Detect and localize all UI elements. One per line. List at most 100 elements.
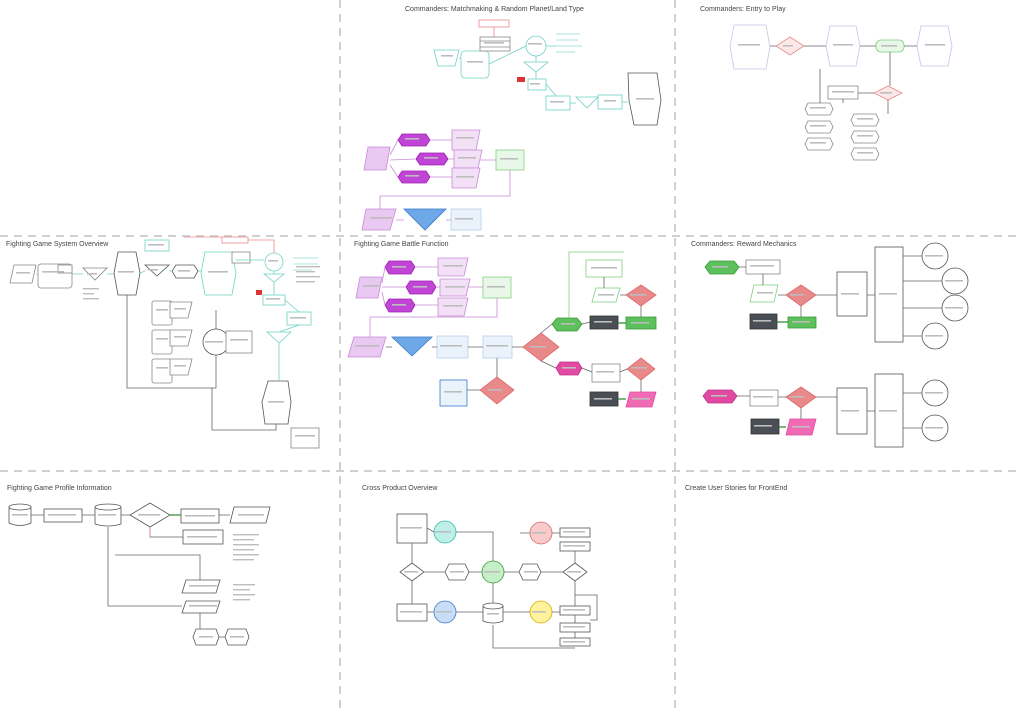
annotation-line [296,281,315,283]
node-label-line [443,265,463,267]
node-label-line [189,585,217,587]
node-label-line [563,641,585,643]
node-label-line [392,266,406,268]
node-label-line [879,293,897,295]
node-label-line [405,138,419,140]
node-label-line [156,338,168,340]
node-label-line [738,44,760,46]
node-label-line [790,396,804,398]
board-cross-product [396,513,598,649]
annotation-line [83,293,94,295]
node-label-line [753,320,771,322]
node-label-line [530,83,540,85]
node-label-line [138,514,160,516]
node-label-line [400,611,422,613]
node-label-line [810,107,826,109]
node-label-line [945,280,963,282]
node-label-line [783,45,793,47]
node-label-line [563,609,585,611]
node-label-line [925,44,945,46]
node-label-line [467,61,483,63]
node-label-line [48,514,76,516]
node-label-line [524,571,538,573]
node-label-line [792,426,810,428]
node-label-line [563,531,585,533]
node-label-line [754,425,772,427]
node-label-line [753,396,773,398]
node-label-line [118,271,134,273]
node-label-line [841,293,859,295]
node-label-line [925,427,943,429]
node-label-line [174,336,186,338]
annotation-line [296,266,320,268]
board-title-profile-information: Fighting Game Profile Information [7,485,112,492]
annotation-line [233,589,250,591]
node-label-line [392,304,406,306]
node-label-line [405,175,419,177]
annotation-line [83,288,99,290]
node-label-line [810,125,826,127]
node-label-line [563,626,585,628]
node-label-line [484,571,500,573]
node-label-line [550,101,564,103]
node-label-line [596,371,614,373]
node-label-line [631,367,647,369]
node-label-line [98,514,116,516]
node-label-line [370,217,392,219]
annotation-line [233,599,250,601]
node-label-line [594,398,612,400]
node-label-line [631,322,649,324]
node-label-line [87,273,97,275]
node-label-lines [12,42,963,643]
node-label-line [945,307,963,309]
annotation-line [233,544,259,546]
node-label-line [567,571,581,573]
node-label-line [268,401,284,403]
node-label-line [487,286,505,288]
node-label-line [205,341,223,343]
node-label-line [857,118,873,120]
node-label-line [444,391,462,393]
node-label-line [711,395,727,397]
node-label-line [436,611,452,613]
node-label-line [435,531,451,533]
node-label-line [156,367,168,369]
node-label-line [230,339,248,341]
annotation-line [296,276,320,278]
node-label-line [199,636,213,638]
node-label-line [532,532,546,534]
annotation-line [233,594,255,596]
node-label-line [792,321,810,323]
board-entry-to-play [729,24,953,161]
node-label-line [925,335,943,337]
node-label-line [178,270,190,272]
node-label-line [148,269,158,271]
node-label-line [630,294,646,296]
board-title-reward-mechanics: Commanders: Reward Mechanics [691,241,797,248]
node-label-line [925,392,943,394]
node-label-line [413,286,427,288]
board-fighting-system-overview [9,236,320,449]
annotation-line [233,559,254,561]
board-battle-function [347,251,657,408]
node-label-line [266,298,280,300]
node-label-line [455,218,473,220]
node-label-line [268,260,278,262]
annotation-line [233,534,259,536]
board-title-user-stories: Create User Stories for FrontEnd [685,485,787,492]
node-label-line [450,571,464,573]
node-label-line [594,321,612,323]
board-title-cross-product: Cross Product Overview [362,485,438,492]
node-label-line [598,294,614,296]
node-label-line [189,605,217,607]
annotation-line [233,554,259,556]
annotation-line [233,549,254,551]
node-label-line [857,135,873,137]
node-label-line [500,158,518,160]
node-label-line [42,271,64,273]
node-label-line [458,157,476,159]
board-title-entry-to-play: Commanders: Entry to Play [700,6,786,13]
node-label-line [486,345,508,347]
node-label-line [440,345,462,347]
